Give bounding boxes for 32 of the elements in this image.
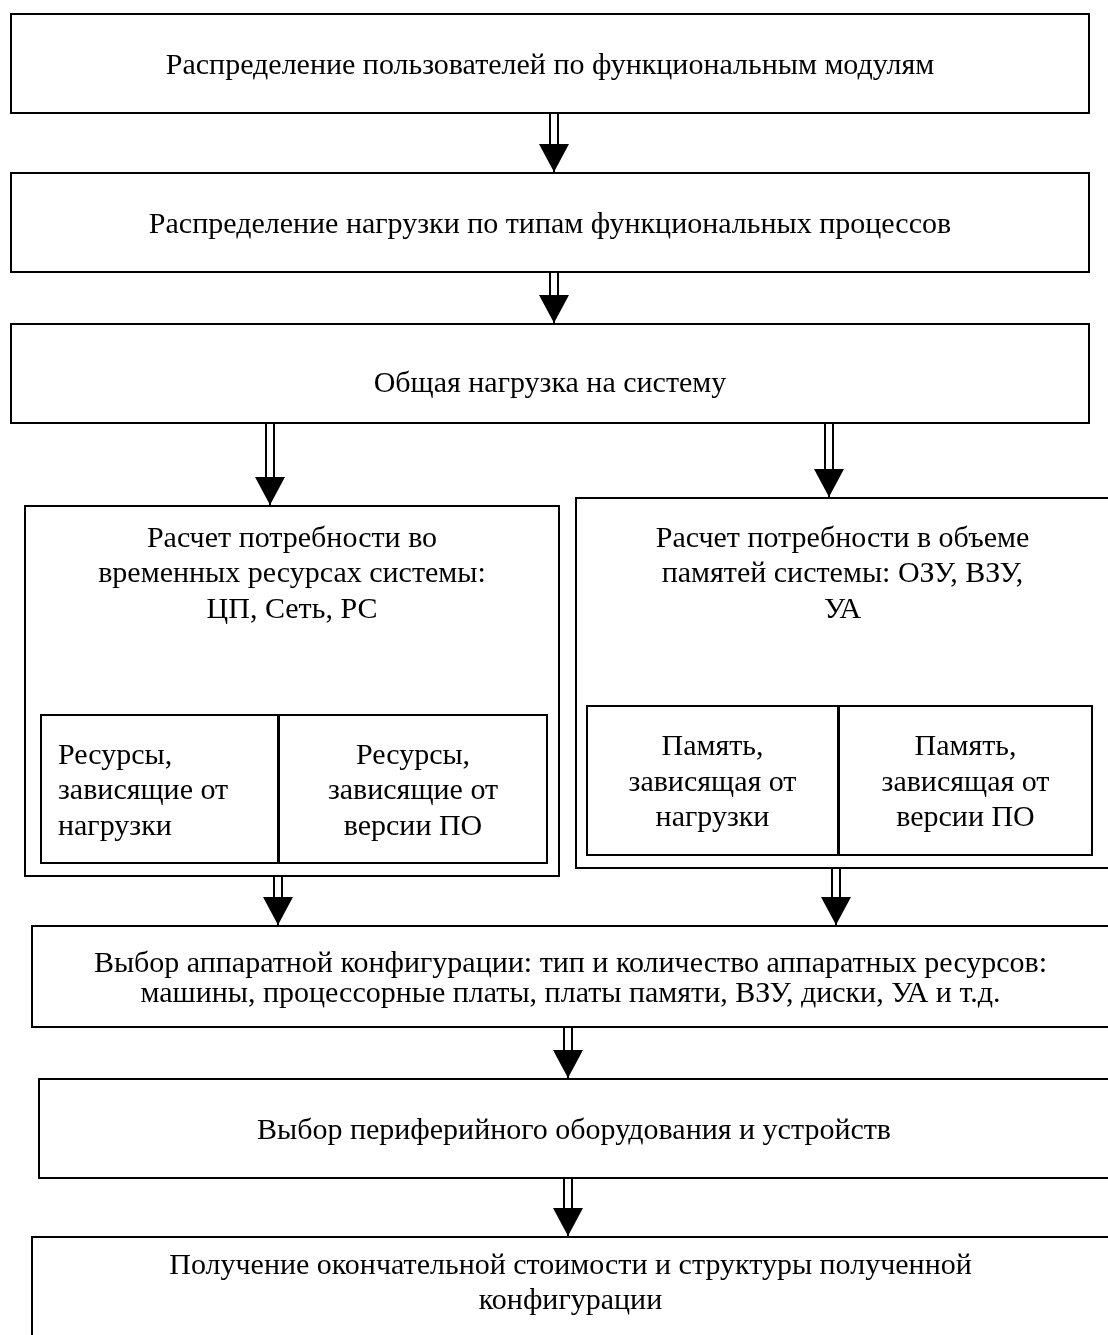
calculation-box: [575, 497, 1108, 869]
double-arrow: [821, 868, 851, 926]
box-text: Расчет потребности в объеме памятей системы: ОЗУ, ВЗУ, УА: [654, 519, 1031, 626]
box-text: Общая нагрузка на систему: [373, 363, 727, 400]
table-cell: [838, 705, 1093, 856]
box-text: Ресурсы, зависящие от версии ПО: [326, 735, 500, 843]
calculation-box: [24, 505, 560, 877]
table-cell: [586, 705, 839, 856]
box-text: Выбор аппаратной конфигурации: тип и количество аппаратных ресурсов: машины, процессорные платы, платы памяти, ВЗУ, диски, УА и т.д.: [92, 946, 1049, 1007]
box-text: Выбор периферийного оборудования и устройств: [256, 1110, 892, 1147]
box-text: Расчет потребности во временных ресурсах системы: ЦП, Сеть, РС: [97, 519, 487, 626]
double-arrow: [553, 1027, 583, 1079]
double-arrow: [539, 113, 569, 173]
box-text: Память, зависящая от версии ПО: [880, 727, 1051, 834]
double-arrow: [539, 272, 569, 324]
box-text: Память, зависящая от нагрузки: [627, 727, 798, 834]
double-arrow: [263, 876, 293, 926]
process-box: [31, 1236, 1108, 1335]
process-box: [38, 1078, 1108, 1179]
box-text: Получение окончательной стоимости и структуры полученной конфигурации: [168, 1246, 973, 1317]
process-box: [10, 172, 1090, 273]
box-text: Распределение пользователей по функциональным модулям: [165, 45, 935, 82]
process-box: [31, 925, 1108, 1028]
process-box: [10, 13, 1090, 114]
double-arrow: [814, 423, 844, 498]
box-text: Распределение нагрузки по типам функциональных процессов: [148, 204, 952, 241]
table-cell: [40, 714, 279, 864]
double-arrow: [553, 1178, 583, 1237]
table-cell: [278, 714, 548, 864]
box-text: Ресурсы, зависящие от нагрузки: [58, 735, 230, 843]
process-box: [10, 323, 1090, 424]
double-arrow: [255, 423, 285, 506]
